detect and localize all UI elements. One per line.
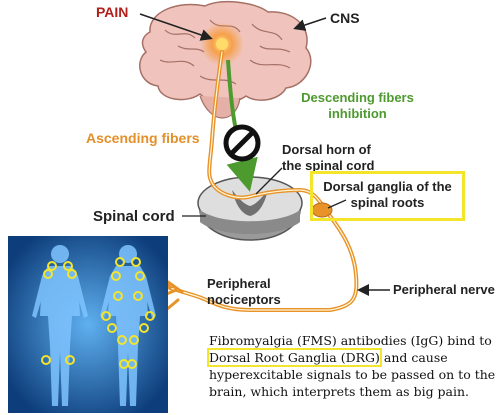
descending-fiber xyxy=(226,59,238,131)
pain-label: PAIN xyxy=(96,4,129,20)
caption: Fibromyalgia (FMS) antibodies (IgG) bind… xyxy=(207,332,499,400)
brain-illustration xyxy=(139,1,312,119)
dorsal-ganglia-text: Dorsal ganglia of the spinal roots xyxy=(323,179,452,210)
dorsal-horn-pointer xyxy=(255,167,283,195)
peripheral-nerve-label: Peripheral nerve xyxy=(393,282,495,297)
caption-part1: Fibromyalgia (FMS) antibodies (IgG) bind… xyxy=(209,333,492,348)
descending-fibers-label: Descending fibers inhibition xyxy=(301,90,414,121)
spinal-cord-label: Spinal cord xyxy=(93,208,175,225)
dorsal-ganglia-label: Dorsal ganglia of the spinal roots xyxy=(310,171,465,221)
cns-label: CNS xyxy=(330,10,360,26)
ganglia-pointer xyxy=(327,199,347,209)
cns-pointer xyxy=(293,17,327,31)
no-entry-symbol xyxy=(223,124,261,162)
caption-part2: and cause hyperexcitable signals to be p… xyxy=(209,350,496,399)
human-body-tender-points xyxy=(8,236,168,413)
pain-pointer xyxy=(139,13,213,41)
caption-highlight-drg: Dorsal Root Ganglia (DRG) xyxy=(207,348,382,367)
dorsal-horn-label: Dorsal horn of the spinal cord xyxy=(282,142,375,173)
peripheral-nociceptors-label: Peripheral nociceptors xyxy=(207,276,281,307)
descending-fiber-lower xyxy=(226,156,258,192)
ascending-fibers-label: Ascending fibers xyxy=(86,130,200,146)
ascending-fiber-inner xyxy=(169,51,358,311)
